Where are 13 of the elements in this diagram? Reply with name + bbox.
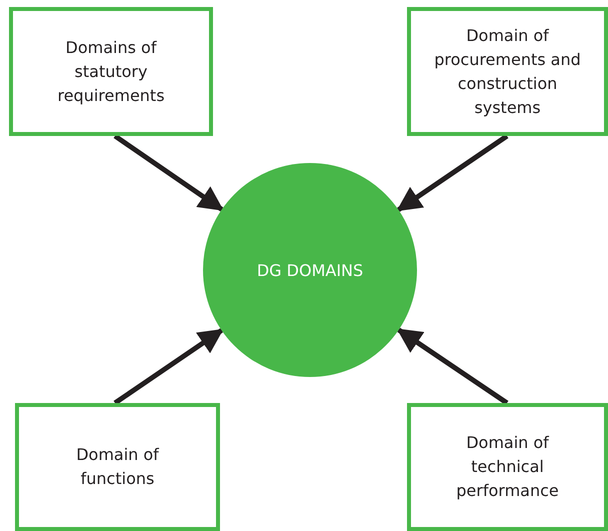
- process-box: [407, 403, 608, 531]
- arrow: [114, 328, 224, 406]
- process-box: [9, 7, 213, 136]
- node-label: Domain of procurements and construction systems: [433, 24, 582, 118]
- arrow: [396, 134, 508, 212]
- node-label: Domain of technical performance: [455, 432, 560, 502]
- process-box: [15, 403, 220, 531]
- process-box: [407, 7, 608, 136]
- arrow: [114, 134, 224, 212]
- node-label: Domains of statutory requirements: [56, 36, 166, 106]
- node-label: Domain of functions: [75, 444, 160, 490]
- arrow: [396, 328, 508, 406]
- node-label: DG DOMAINS: [256, 260, 364, 280]
